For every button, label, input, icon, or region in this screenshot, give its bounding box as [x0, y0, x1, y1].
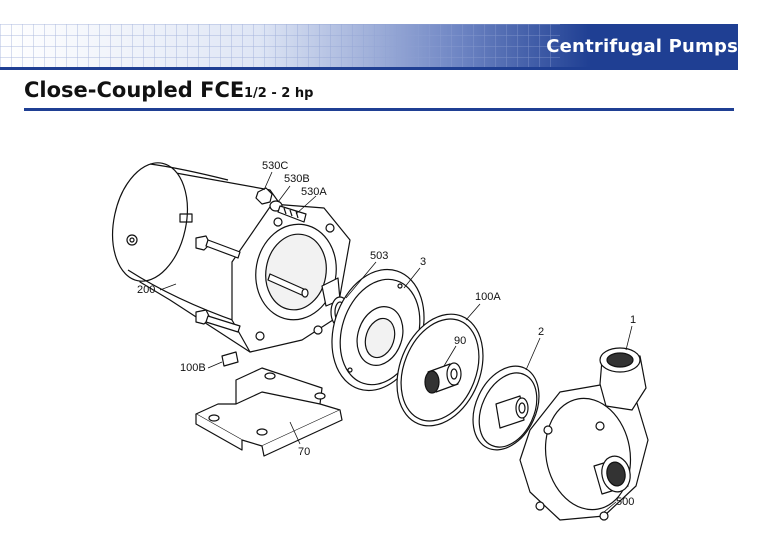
leader-530c: [263, 171, 273, 191]
leader-3: [403, 267, 421, 289]
motor-200: [112, 162, 351, 353]
part-label-500: 500: [616, 496, 635, 508]
part-label-100a: 100A: [475, 291, 501, 303]
part-label-100b: 100B: [180, 362, 206, 374]
leader-500: [603, 501, 617, 513]
header-banner: [0, 24, 738, 70]
leader-100b: [207, 361, 223, 369]
leader-1: [625, 325, 633, 351]
part-label-90: 90: [454, 335, 467, 347]
leader-200: [159, 283, 177, 291]
page-title: Close-Coupled FCE: [24, 78, 245, 102]
part-label-3: 3: [420, 256, 427, 268]
leader-530b: [277, 185, 291, 203]
part-label-530b: 530B: [284, 173, 310, 185]
banner-title: Centrifugal Pumps: [546, 36, 738, 57]
part-label-1: 1: [630, 314, 637, 326]
leader-100a: [465, 303, 481, 321]
page-subtitle: 1/2 - 2 hp: [244, 86, 314, 101]
base-70: [195, 367, 343, 457]
part-label-530a: 530A: [301, 186, 327, 198]
part-label-70: 70: [298, 446, 311, 458]
leader-2: [525, 337, 541, 371]
leader-530a: [295, 195, 317, 215]
leader-90: [443, 345, 457, 367]
part-label-200: 200: [137, 284, 156, 296]
casing-1: [519, 347, 649, 521]
part-label-530c: 530C: [262, 160, 289, 172]
mechanical-seal-90: [424, 362, 462, 394]
part-label-2: 2: [538, 326, 545, 338]
leader-503: [345, 261, 377, 299]
pipe-plug-100b: [221, 351, 239, 367]
part-label-503: 503: [370, 250, 389, 262]
bolts-530: [195, 187, 307, 333]
impeller-2: [472, 365, 540, 451]
leader-70: [289, 421, 301, 445]
title-rule: [24, 108, 734, 111]
